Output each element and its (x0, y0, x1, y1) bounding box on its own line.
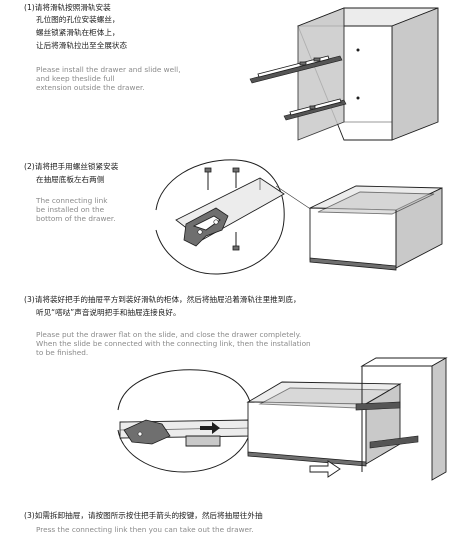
step-4-en-line-1: Press the connecting link then you can t… (36, 525, 254, 534)
connecting-link-detail-illustration (155, 159, 443, 275)
step-1-en-line-3: extension outside the drawer. (36, 83, 145, 92)
step-1-zh-line-1: (1)请将滑轨按照滑轨安装 (24, 3, 111, 12)
step-1-zh-line-4: 让后将滑轨拉出至全展状态 (36, 41, 128, 50)
step-2-en-line-2: be installed on the (36, 205, 105, 214)
step-1-zh-line-3: 螺丝锁紧滑轨在柜体上， (36, 28, 120, 37)
step-3-zh-line-2: 听见“嗒哒”声音说明把手和抽屉连接良好。 (36, 308, 181, 317)
step-4-zh-line-1: (3)如需拆卸抽屉，请按图所示按住把手箭头的按键，然后将抽屉往外抽 (24, 511, 263, 520)
step-1-en-line-1: Please install the drawer and slide well… (36, 65, 181, 74)
step-1-en-line-2: and keep theslide full (36, 74, 115, 83)
drawer-closing-illustration (117, 357, 448, 481)
step-3-zh-line-1: (3)请将装好把手的抽屉平方到装好滑轨的柜体，然后将抽屉沿着滑轨往里推到底， (24, 295, 301, 304)
step-1-zh-line-2: 孔位图的孔位安装螺丝， (36, 15, 120, 24)
cabinet-with-slides-illustration (249, 7, 439, 141)
step-3-en-line-3: to be finished. (36, 348, 89, 357)
step-2-zh-line-2: 在抽屉底板左右两侧 (36, 175, 105, 184)
step-3-en-line-1: Please put the drawer flat on the slide,… (36, 330, 302, 339)
step-2-en-line-3: bottom of the drawer. (36, 214, 116, 223)
step-2-zh-line-1: (2)请将把手用螺丝锁紧安装 (24, 162, 119, 171)
step-3-en-line-2: When the slide be connected with the con… (36, 339, 311, 348)
step-2-en-line-1: The connecting link (36, 196, 108, 205)
